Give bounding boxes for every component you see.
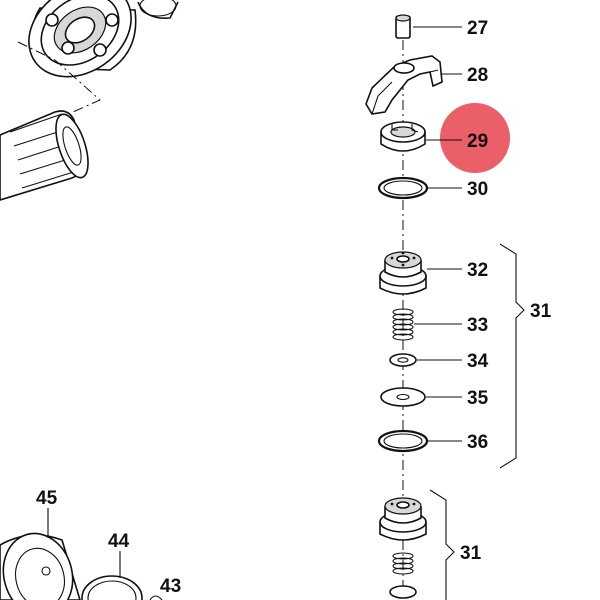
part-33-spring (392, 308, 414, 341)
part-44-ring (81, 575, 143, 600)
callout-45: 45 (36, 488, 58, 509)
callout-31-upper: 31 (530, 301, 552, 322)
part-34-washer-lower (389, 585, 417, 599)
highlight-circle-29 (440, 103, 510, 173)
part-33-spring-lower (392, 552, 414, 575)
callout-43: 43 (160, 576, 181, 597)
ball-bearing-part (28, 0, 137, 78)
small-ring-part (137, 0, 179, 19)
callout-44: 44 (108, 531, 130, 552)
callout-28: 28 (467, 65, 488, 86)
part-32-valve-body (379, 251, 427, 295)
center-line-bearing (17, 41, 101, 121)
part-27-pin (395, 14, 411, 39)
callout-27: 27 (467, 18, 488, 39)
callout-32: 32 (467, 260, 488, 281)
part-36-o-ring (377, 429, 429, 453)
part-34-washer (389, 353, 417, 367)
callout-31-lower: 31 (460, 543, 482, 564)
callout-33: 33 (467, 315, 488, 336)
splined-shaft-part (0, 110, 89, 201)
part-43-ring (149, 595, 163, 600)
part-45-flanged-bushing (0, 532, 81, 600)
callout-35: 35 (467, 388, 489, 409)
part-35-disc (380, 387, 426, 407)
callout-30: 30 (467, 179, 488, 200)
part-30-o-ring (377, 176, 429, 200)
callout-36: 36 (467, 432, 488, 453)
callout-29: 29 (467, 131, 488, 152)
part-28-fork-lever (365, 55, 443, 115)
bracket-group-31-upper (499, 243, 525, 469)
bracket-group-31-lower (429, 489, 455, 600)
part-32-valve-body-lower (379, 497, 427, 541)
callout-34: 34 (467, 351, 489, 372)
part-29-slotted-ring (380, 121, 426, 152)
